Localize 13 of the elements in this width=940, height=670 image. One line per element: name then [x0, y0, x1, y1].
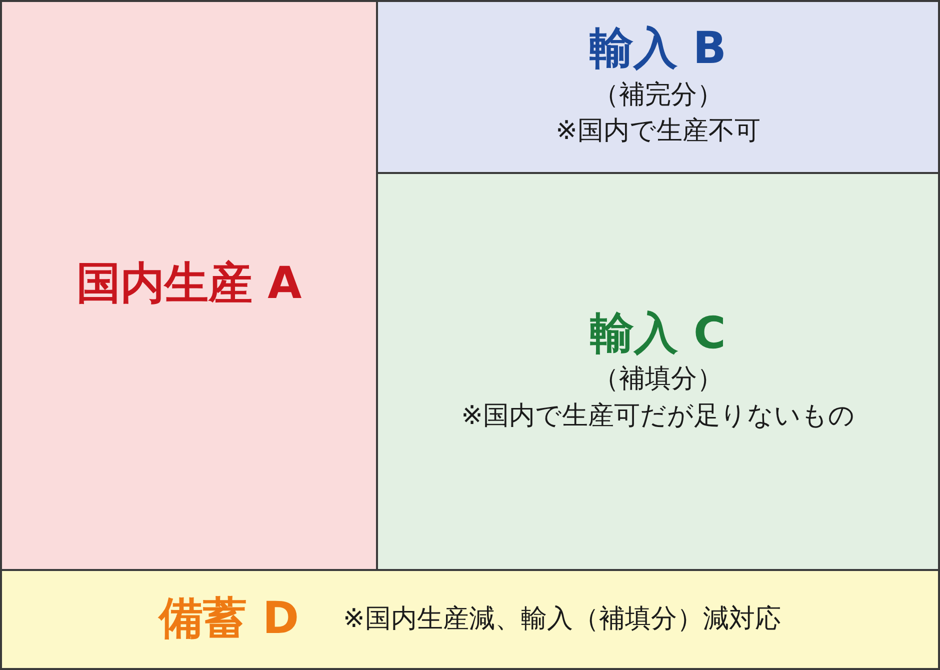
section-panel: [0, 0, 378, 571]
section-heading: 備蓄 D: [159, 594, 300, 645]
section-heading: 輸入 B: [590, 24, 726, 75]
section-note: ※国内生産減、輸入（補填分）減対応: [343, 603, 781, 636]
section-note: ※国内で生産不可: [556, 115, 760, 148]
section-heading: 国内生産 A: [76, 259, 302, 310]
section-note: （補完分）: [593, 78, 723, 112]
section-heading: 輸入 C: [590, 308, 726, 360]
section-note: ※国内で生産可だが足りないもの: [461, 400, 855, 433]
section-note: （補填分）: [593, 363, 723, 396]
section-panel: [0, 569, 940, 670]
section-panel: [376, 172, 940, 571]
section-panel: [376, 0, 940, 174]
